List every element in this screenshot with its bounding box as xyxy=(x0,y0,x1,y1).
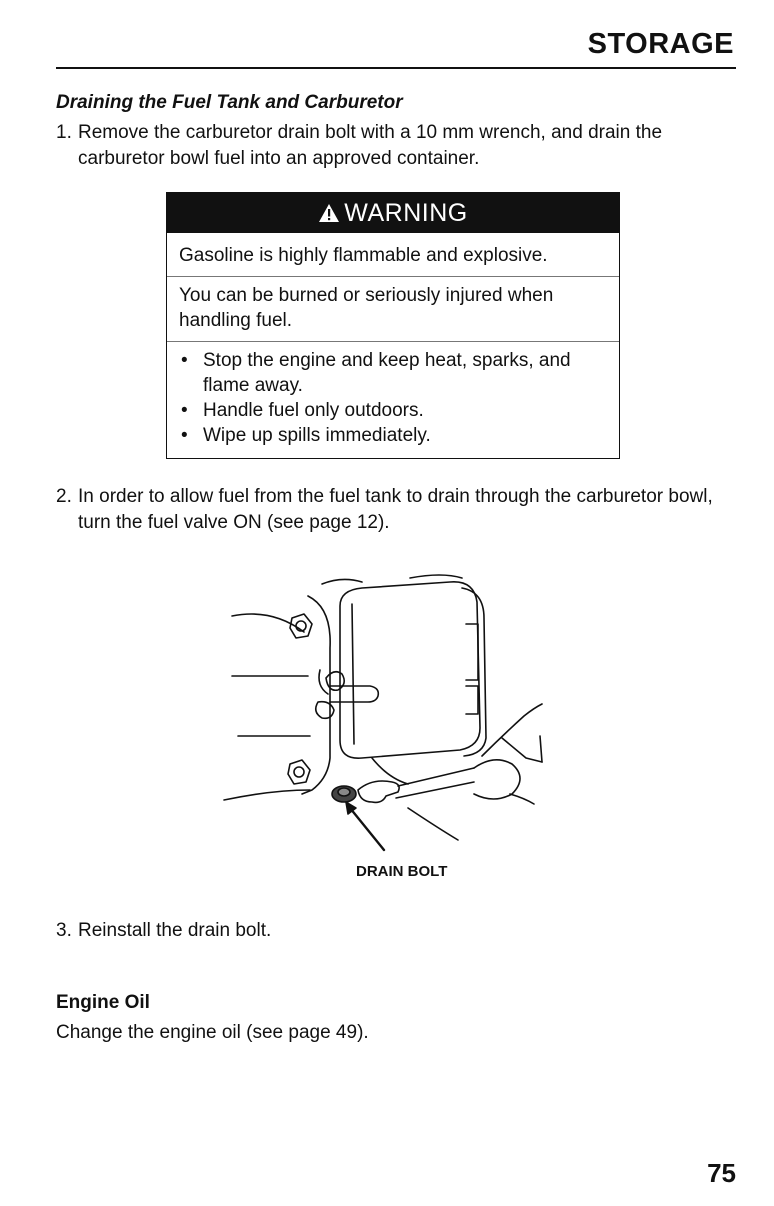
warning-bullet-list: • Stop the engine and keep heat, sparks, … xyxy=(179,348,607,448)
step-number: 3. xyxy=(56,920,72,941)
warning-header: WARNING xyxy=(167,193,619,233)
carburetor-drain-illustration xyxy=(223,574,543,852)
warning-title: WARNING xyxy=(344,198,468,227)
step-3: 3. Reinstall the drain bolt. xyxy=(56,918,736,944)
warning-bullet: • Stop the engine and keep heat, sparks, … xyxy=(179,348,607,398)
warning-divider xyxy=(167,341,619,342)
warning-divider xyxy=(167,276,619,277)
page-header-title: STORAGE xyxy=(587,28,734,60)
bullet-icon: • xyxy=(181,400,188,421)
bullet-icon: • xyxy=(181,350,188,371)
bullet-icon: • xyxy=(181,425,188,446)
warning-bullet-text: Stop the engine and keep heat, sparks, a… xyxy=(203,350,571,396)
warning-triangle-icon xyxy=(319,204,340,222)
step-number: 2. xyxy=(56,486,72,507)
warning-line-2: You can be burned or seriously injured w… xyxy=(179,285,554,331)
warning-line-1: Gasoline is highly flammable and explosi… xyxy=(179,245,548,266)
page-number: 75 xyxy=(707,1158,736,1188)
engine-oil-text: Change the engine oil (see page 49). xyxy=(56,1022,369,1043)
header-rule xyxy=(56,67,736,69)
step-number: 1. xyxy=(56,122,72,143)
warning-bullet-text: Wipe up spills immediately. xyxy=(203,425,431,446)
step-2: 2. In order to allow fuel from the fuel … xyxy=(56,484,736,536)
step-text: In order to allow fuel from the fuel tan… xyxy=(78,486,713,533)
drain-bolt-label: DRAIN BOLT xyxy=(356,863,448,880)
warning-bullet: • Handle fuel only outdoors. xyxy=(179,398,607,423)
warning-bullet: • Wipe up spills immediately. xyxy=(179,423,607,448)
warning-bullet-text: Handle fuel only outdoors. xyxy=(203,400,424,421)
engine-oil-heading: Engine Oil xyxy=(56,992,150,1013)
step-1: 1. Remove the carburetor drain bolt with… xyxy=(56,120,736,172)
section-heading: Draining the Fuel Tank and Carburetor xyxy=(56,92,403,113)
warning-body: Gasoline is highly flammable and explosi… xyxy=(167,233,619,448)
step-text: Remove the carburetor drain bolt with a … xyxy=(78,122,663,169)
step-text: Reinstall the drain bolt. xyxy=(78,920,272,941)
warning-box: WARNING Gasoline is highly flammable and… xyxy=(166,192,620,459)
